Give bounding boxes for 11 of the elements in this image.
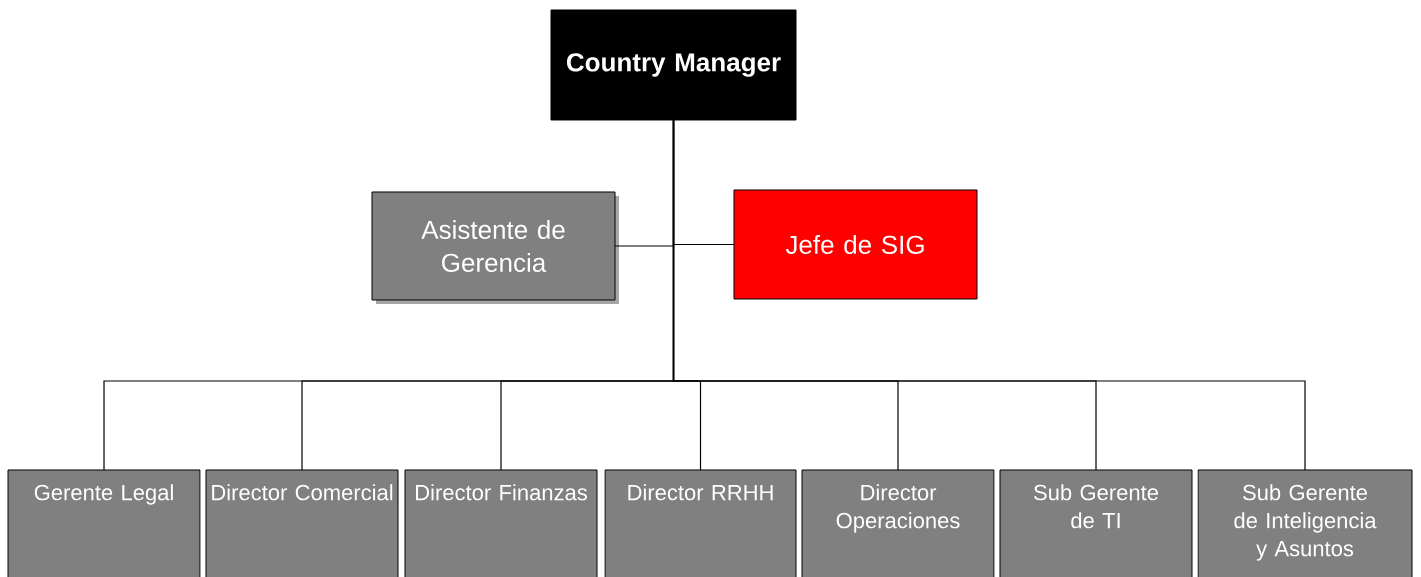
department-box: Sub Gerente de TI	[999, 469, 1193, 577]
department-box: Sub Gerente de Inteligencia y Asuntos	[1197, 469, 1413, 577]
connector-line	[672, 119, 1306, 471]
chief-box: Jefe de SIG	[733, 189, 978, 300]
manager-box: Country Manager	[550, 9, 797, 121]
assistant-box: Asistente de Gerencia	[371, 191, 616, 301]
department-box: Director Comercial	[205, 469, 399, 577]
department-box: Director Finanzas	[404, 469, 598, 577]
department-box: Gerente Legal	[7, 469, 201, 577]
department-box: Director RRHH	[604, 469, 797, 577]
department-box: Director Operaciones	[801, 469, 995, 577]
